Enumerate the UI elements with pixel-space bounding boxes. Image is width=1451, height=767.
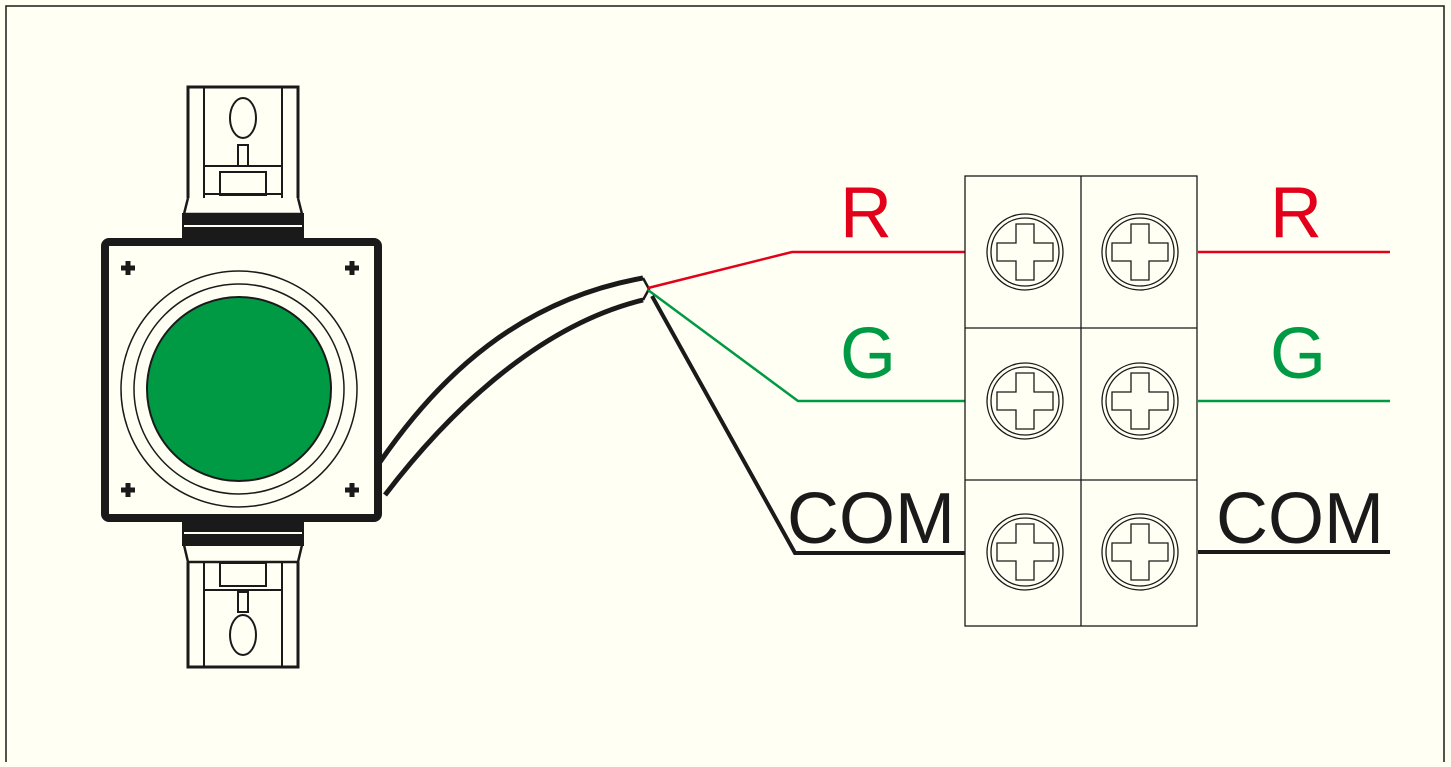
top-mounting-clip — [182, 85, 304, 240]
right-red-label: R — [1270, 173, 1322, 253]
right-green-label: G — [1270, 314, 1326, 394]
red-wire — [647, 250, 965, 290]
left-green-label: G — [840, 314, 896, 394]
left-common-label: COM — [787, 479, 955, 559]
terminal-block — [964, 175, 1198, 627]
green-wire — [647, 288, 965, 403]
right-common-label: COM — [1216, 479, 1384, 559]
green-button-cap — [146, 296, 332, 482]
common-wire — [650, 295, 965, 555]
left-red-label: R — [840, 173, 892, 253]
button-body — [101, 238, 382, 522]
